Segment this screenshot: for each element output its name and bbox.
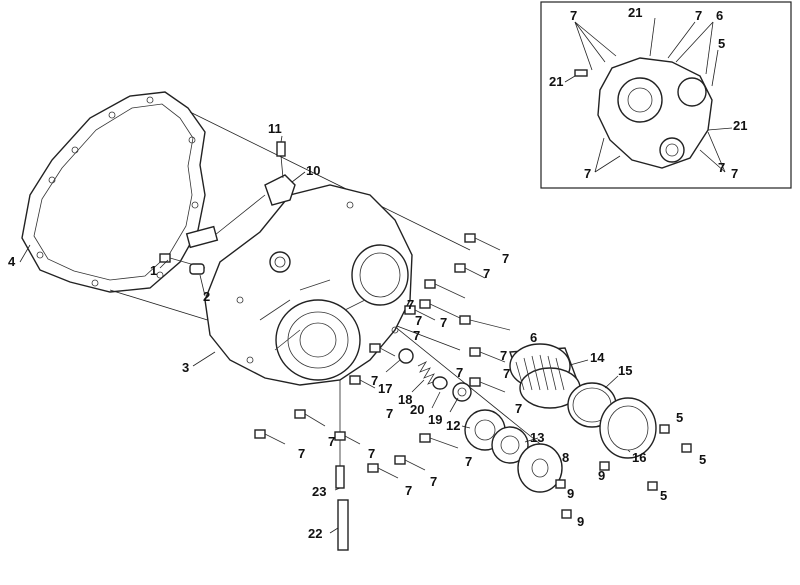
callout-7: 7 xyxy=(456,365,463,380)
bolt-7 xyxy=(369,343,396,357)
inset-callout-7: 7 xyxy=(731,166,738,181)
bolt-7 xyxy=(404,305,436,321)
bolt-7 xyxy=(394,455,426,471)
callout-5: 5 xyxy=(699,452,706,467)
callout-7: 7 xyxy=(415,313,422,328)
callout-4: 4 xyxy=(8,254,16,269)
inset-callout-5: 5 xyxy=(718,36,725,51)
callout-labels: 4 1 2 3 11 10 7 7 7 7 7 6 7 7 7 7 7 7 7 … xyxy=(8,121,706,541)
callout-7: 7 xyxy=(503,366,510,381)
bolt-7-set xyxy=(254,233,511,479)
callout-7: 7 xyxy=(430,474,437,489)
callout-5: 5 xyxy=(676,410,683,425)
callout-2: 2 xyxy=(203,289,210,304)
bolt-7 xyxy=(459,315,511,331)
callout-7: 7 xyxy=(515,401,522,416)
bolt-7 xyxy=(294,409,326,427)
pin-23-part xyxy=(335,465,345,489)
callout-9: 9 xyxy=(598,468,605,483)
bolt-9-set xyxy=(555,461,610,519)
bolt-7 xyxy=(419,299,461,319)
callout-5: 5 xyxy=(660,488,667,503)
plate-8-part xyxy=(517,443,563,493)
inset-callout-7: 7 xyxy=(695,8,702,23)
inset-callout-21: 21 xyxy=(733,118,747,133)
bolt-11-part xyxy=(276,141,286,179)
inset-leaders xyxy=(564,17,733,173)
inset-view: 7 21 7 6 5 21 21 7 7 7 xyxy=(540,1,792,189)
callout-15: 15 xyxy=(618,363,632,378)
bolt-7 xyxy=(469,347,506,363)
callout-7: 7 xyxy=(298,446,305,461)
callout-10: 10 xyxy=(306,163,320,178)
callout-23: 23 xyxy=(312,484,326,499)
bolt-7 xyxy=(424,279,466,299)
callout-22: 22 xyxy=(308,526,322,541)
callout-7: 7 xyxy=(386,406,393,421)
pin-22-part xyxy=(337,499,349,551)
callout-7: 7 xyxy=(465,454,472,469)
callout-18: 18 xyxy=(398,392,412,407)
inset-callout-6: 6 xyxy=(716,8,723,23)
callout-7: 7 xyxy=(500,348,507,363)
dowel-2-part xyxy=(189,263,205,275)
inset-callout-21: 21 xyxy=(549,74,563,89)
callout-17: 17 xyxy=(378,381,392,396)
callout-7: 7 xyxy=(413,328,420,343)
callout-7: 7 xyxy=(440,315,447,330)
inset-callout-7: 7 xyxy=(584,166,591,181)
callout-19: 19 xyxy=(428,412,442,427)
bolt-7 xyxy=(349,375,376,389)
filter-cover-part xyxy=(599,397,657,459)
callout-9: 9 xyxy=(577,514,584,529)
callout-9: 9 xyxy=(567,486,574,501)
bolt-7 xyxy=(454,263,486,279)
inset-callout-21: 21 xyxy=(628,5,642,20)
bolt-5-set xyxy=(647,424,692,491)
leader-lines xyxy=(19,135,631,534)
gasket-part xyxy=(21,91,206,293)
spring-18-part xyxy=(417,361,439,385)
callout-7: 7 xyxy=(407,297,414,312)
ball-17-part xyxy=(398,348,414,364)
oil-filter-part xyxy=(509,343,581,409)
bolt-7 xyxy=(254,429,286,445)
inset-callout-7: 7 xyxy=(718,160,725,175)
callout-20: 20 xyxy=(410,402,424,417)
cover-housing-part xyxy=(204,184,413,386)
washer-19-part xyxy=(432,376,448,390)
bolt-7 xyxy=(334,431,361,445)
callout-16: 16 xyxy=(632,450,646,465)
bearing-13-part xyxy=(491,426,529,464)
callout-7: 7 xyxy=(368,446,375,461)
callout-1: 1 xyxy=(150,263,157,278)
callout-11: 11 xyxy=(268,121,282,136)
callout-7: 7 xyxy=(371,373,378,388)
callout-7: 7 xyxy=(405,483,412,498)
bolt-7 xyxy=(419,433,459,449)
sensor-part xyxy=(185,174,296,249)
plug-20-part xyxy=(452,382,472,402)
callout-13: 13 xyxy=(530,430,544,445)
bolt-7 xyxy=(464,233,501,251)
bolt-7 xyxy=(367,463,399,479)
callout-7: 7 xyxy=(328,434,335,449)
callout-7: 7 xyxy=(483,266,490,281)
bolt-7 xyxy=(469,377,506,393)
callout-3: 3 xyxy=(182,360,189,375)
callout-12: 12 xyxy=(446,418,460,433)
callout-14: 14 xyxy=(590,350,605,365)
callout-8: 8 xyxy=(562,450,569,465)
inset-callout-7: 7 xyxy=(570,8,577,23)
callout-6: 6 xyxy=(530,330,537,345)
callout-7: 7 xyxy=(502,251,509,266)
